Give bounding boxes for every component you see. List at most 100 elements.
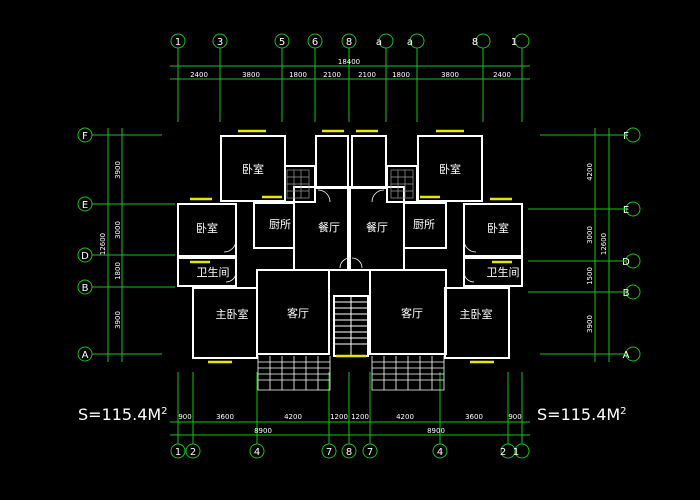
area-label-right: S=115.4M2 [537, 405, 627, 424]
svg-text:a: a [407, 37, 413, 48]
svg-text:4: 4 [254, 447, 260, 458]
balcony-right [371, 356, 445, 391]
right-axis-markers: F E D B A [622, 127, 641, 362]
axis-bubble-top-5: 8 [341, 33, 357, 49]
axis-bubble-left-D: D [77, 247, 93, 263]
axis-bubble-top-9: 1 [511, 33, 530, 49]
bottom-left-total: 8900 [254, 427, 272, 435]
svg-text:8: 8 [346, 447, 352, 458]
svg-text:4200: 4200 [284, 413, 302, 421]
svg-text:1: 1 [175, 447, 181, 458]
axis-bubble-top-1: 1 [170, 33, 186, 49]
balcony-left [257, 356, 331, 391]
svg-text:3000: 3000 [586, 226, 594, 244]
svg-text:4: 4 [437, 447, 443, 458]
svg-text:3900: 3900 [586, 315, 594, 333]
svg-text:E: E [623, 205, 629, 216]
left-total-dimension: 12600 [99, 233, 107, 255]
left-dimension-lines [92, 128, 175, 362]
svg-text:900: 900 [178, 413, 191, 421]
area-label-left: S=115.4M2 [78, 405, 168, 424]
svg-text:5: 5 [279, 37, 285, 48]
axis-bubble-top-6: a [376, 33, 394, 49]
svg-text:3900: 3900 [114, 161, 122, 179]
right-total-dimension: 12600 [600, 233, 608, 255]
room-dining-right: 餐厅 [366, 220, 388, 234]
room-bath-right: 卫生间 [487, 265, 520, 279]
svg-text:1: 1 [175, 37, 181, 48]
svg-text:D: D [622, 257, 630, 268]
axis-bubble-left-F: F [77, 127, 93, 143]
svg-text:1800: 1800 [114, 262, 122, 280]
axis-bubble-left-B: B [77, 279, 93, 295]
svg-text:7: 7 [326, 447, 332, 458]
svg-text:3800: 3800 [242, 71, 260, 79]
svg-text:6: 6 [312, 37, 318, 48]
svg-text:7: 7 [367, 447, 373, 458]
left-segment-dimensions: 3900 3000 1800 3900 [114, 161, 122, 329]
room-bedroom-mid-right: 卧室 [487, 221, 509, 235]
bottom-axis-markers: 1 2 4 7 8 7 4 2 1 [170, 443, 530, 459]
svg-text:4200: 4200 [586, 163, 594, 181]
svg-text:2: 2 [190, 447, 196, 458]
door-swings [223, 189, 477, 283]
duct-shaft-hatch [286, 169, 414, 199]
room-dining-left: 餐厅 [318, 220, 340, 234]
room-living-left: 客厅 [287, 306, 309, 320]
svg-text:1200: 1200 [330, 413, 348, 421]
windows [190, 129, 512, 364]
svg-text:3000: 3000 [114, 221, 122, 239]
svg-text:S=115.4M2: S=115.4M2 [78, 405, 168, 424]
svg-text:E: E [82, 200, 88, 211]
svg-text:2100: 2100 [358, 71, 376, 79]
svg-text:1200: 1200 [351, 413, 369, 421]
building-walls [177, 135, 523, 359]
svg-text:F: F [82, 131, 88, 142]
svg-text:1: 1 [513, 447, 519, 458]
room-bedroom-top-left: 卧室 [242, 162, 264, 176]
svg-text:B: B [82, 283, 89, 294]
top-segment-dimensions: 2400 3800 1800 2100 2100 1800 3800 2400 [190, 71, 511, 79]
svg-text:S=115.4M2: S=115.4M2 [537, 405, 627, 424]
room-bedroom-top-right: 卧室 [439, 162, 461, 176]
svg-text:2100: 2100 [323, 71, 341, 79]
room-master-left: 主卧室 [216, 307, 249, 321]
svg-text:A: A [623, 350, 630, 361]
axis-bubble-top-7: a [407, 33, 425, 49]
svg-text:8: 8 [472, 37, 478, 48]
svg-text:F: F [623, 131, 629, 142]
svg-text:3600: 3600 [216, 413, 234, 421]
svg-text:2400: 2400 [493, 71, 511, 79]
room-bedroom-mid-left: 卧室 [196, 221, 218, 235]
svg-text:B: B [623, 288, 630, 299]
bottom-dimension-lines [170, 372, 530, 444]
svg-text:1500: 1500 [586, 267, 594, 285]
room-kitchen-right: 厨所 [413, 218, 435, 231]
room-bath-left: 卫生间 [197, 265, 230, 279]
bottom-segment-dimensions: 900 3600 4200 1200 1200 4200 3600 900 [178, 413, 521, 421]
svg-text:1: 1 [511, 37, 517, 48]
top-dimension-lines [170, 48, 530, 122]
svg-text:2400: 2400 [190, 71, 208, 79]
stair-treads [334, 296, 368, 356]
axis-bubble-left-E: E [77, 196, 93, 212]
right-segment-dimensions: 4200 3000 1500 3900 [586, 163, 594, 333]
right-dimension-lines [528, 128, 626, 362]
axis-bubble-top-2: 3 [212, 33, 228, 49]
svg-text:4200: 4200 [396, 413, 414, 421]
room-master-right: 主卧室 [460, 307, 493, 321]
svg-text:1800: 1800 [289, 71, 307, 79]
top-total-dimension: 18400 [338, 58, 360, 66]
room-living-right: 客厅 [401, 306, 423, 320]
svg-text:2: 2 [500, 447, 506, 458]
svg-text:8: 8 [346, 37, 352, 48]
axis-bubble-left-A: A [77, 346, 93, 362]
svg-text:A: A [82, 350, 89, 361]
svg-text:3900: 3900 [114, 311, 122, 329]
top-axis-markers: 1 3 5 6 8 a a 8 1 [170, 33, 530, 49]
svg-text:1800: 1800 [392, 71, 410, 79]
room-labels: 卧室 卧室 卧室 卧室 厨所 厨所 餐厅 餐厅 卫生间 卫生间 主卧室 主卧室 … [196, 162, 520, 321]
svg-text:900: 900 [508, 413, 521, 421]
svg-text:D: D [81, 251, 89, 262]
